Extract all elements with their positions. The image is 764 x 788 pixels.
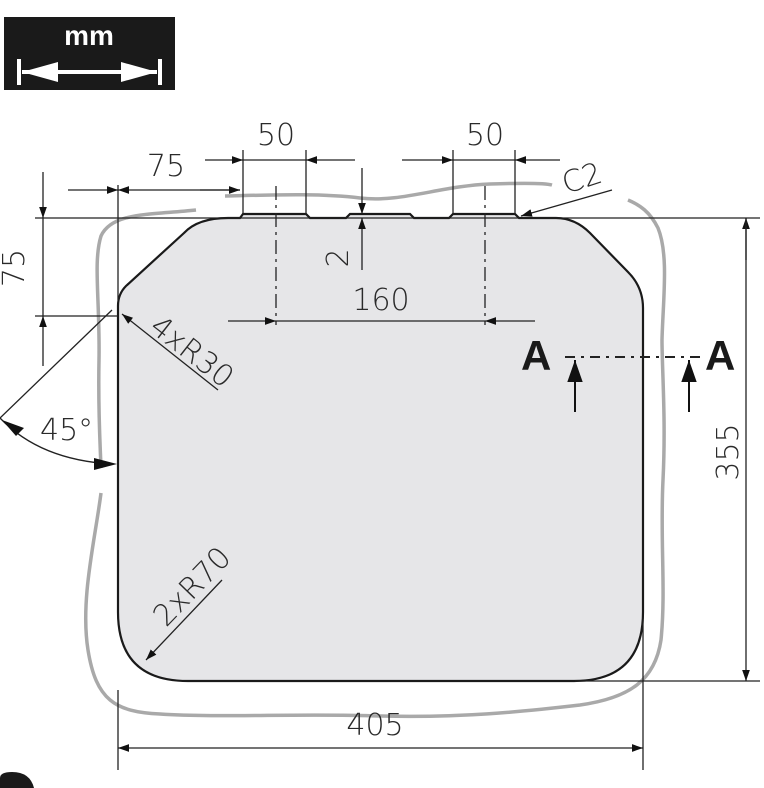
unit-arrow-head-left bbox=[22, 62, 58, 82]
dim-text-left-offset: 75 bbox=[147, 149, 185, 184]
angle-reference-line bbox=[0, 309, 113, 419]
angle-arrow-right bbox=[94, 458, 117, 470]
cutout-contour bbox=[224, 181, 553, 201]
cutout-contour bbox=[83, 339, 666, 719]
cropped-badge-fragment bbox=[0, 772, 34, 788]
dim-text-angle: 45° bbox=[40, 413, 93, 448]
dim-text-slot-depth: 2 bbox=[321, 248, 356, 267]
section-label-right: A bbox=[705, 332, 735, 379]
dim-text-top-offset: 75 bbox=[0, 249, 32, 287]
dim-text-width: 405 bbox=[346, 708, 403, 743]
leader-chamfer bbox=[520, 189, 613, 217]
dim-text-slot-width-left: 50 bbox=[257, 118, 295, 153]
dim-text-slot-spacing: 160 bbox=[352, 283, 409, 318]
leader-large-radii bbox=[145, 579, 223, 661]
angle-arrow-left bbox=[2, 420, 24, 436]
cutout-contour bbox=[627, 198, 667, 341]
unit-label: mm bbox=[64, 20, 114, 51]
section-label-left: A bbox=[521, 332, 551, 379]
unit-badge-background bbox=[4, 17, 175, 90]
unit-badge: mm bbox=[4, 17, 175, 90]
cutout-contour bbox=[95, 208, 197, 469]
unit-arrow-head-right bbox=[121, 62, 157, 82]
dim-text-chamfer: C2 bbox=[558, 156, 607, 202]
leader-small-radii bbox=[121, 313, 219, 391]
dim-text-slot-width-right: 50 bbox=[466, 118, 504, 153]
dim-text-height: 355 bbox=[711, 423, 746, 480]
